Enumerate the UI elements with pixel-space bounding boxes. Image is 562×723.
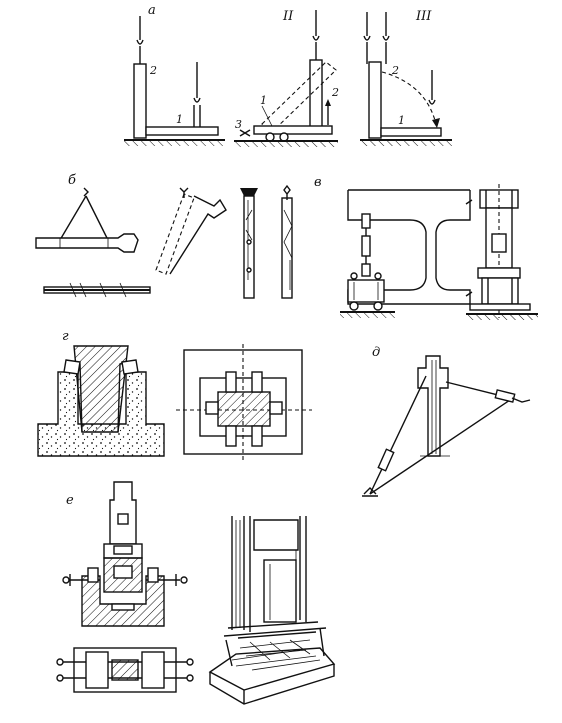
callout-III-2: 2: [391, 64, 399, 77]
callout-II-3: 3: [235, 118, 242, 131]
callout-a-1: 1: [176, 113, 183, 126]
column-III: [368, 61, 382, 139]
panel-v: в: [314, 175, 538, 320]
column-plan: [217, 391, 271, 427]
beam-III-1: [380, 127, 442, 137]
panel-v-label: в: [314, 175, 322, 190]
column-2: [133, 63, 147, 139]
callout-a-2: 2: [149, 64, 157, 77]
panel-II: II 2 1 3: [234, 9, 339, 147]
panel-d: д: [362, 345, 531, 497]
panel-d-label: д: [372, 345, 380, 360]
callout-II-2: 2: [331, 86, 339, 99]
callout-III-1: 1: [398, 114, 405, 127]
panel-g-label: г: [62, 329, 69, 344]
panel-III: III 2 1: [360, 9, 452, 146]
column-raised: [309, 59, 323, 133]
panel-III-label: III: [415, 9, 432, 24]
panel-b-label: б: [68, 173, 76, 188]
panel-b: б: [35, 173, 293, 299]
beam-1: [145, 126, 219, 136]
panel-g: г: [37, 329, 312, 462]
panel-e-label: е: [66, 493, 74, 508]
panel-a: а 2 1: [124, 3, 225, 146]
callout-II-1: 1: [260, 94, 267, 107]
panel-a-label: а: [148, 3, 156, 18]
panel-e: е: [56, 481, 336, 705]
braced-column: [417, 355, 449, 457]
panel-II-label: II: [282, 9, 294, 24]
foundation-e: [81, 575, 165, 627]
